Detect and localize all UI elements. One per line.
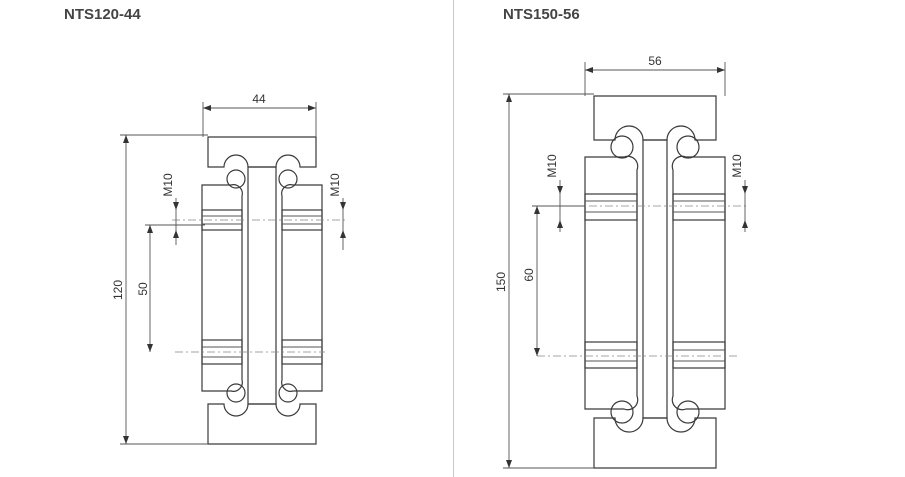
roller-bottom-right bbox=[278, 383, 298, 403]
profile-nts120-44 bbox=[172, 136, 345, 445]
profile-nts150-56 bbox=[537, 95, 748, 469]
bolt-hole-lower-left bbox=[584, 341, 638, 369]
bottom-flange bbox=[207, 403, 317, 445]
bolt-hole-upper-right bbox=[672, 193, 726, 221]
bolt-hole-upper-left bbox=[584, 193, 638, 221]
roller-bottom-left bbox=[226, 383, 246, 403]
dimensions-right: 56 150 60 M10 M10 bbox=[494, 54, 748, 469]
roller-bottom-left bbox=[610, 400, 634, 424]
center-web bbox=[642, 139, 668, 419]
spacing-dimension-label: 50 bbox=[136, 282, 150, 296]
top-flange bbox=[593, 95, 717, 141]
width-dimension-label: 44 bbox=[252, 92, 266, 106]
thread-label-right: M10 bbox=[730, 154, 744, 178]
height-dimension-label: 150 bbox=[494, 272, 508, 292]
right-block bbox=[671, 155, 726, 411]
roller-bottom-right bbox=[676, 400, 700, 424]
dimensions-left: 44 120 50 M10 M10 bbox=[111, 92, 346, 445]
roller-top-left bbox=[610, 135, 634, 159]
roller-top-left bbox=[226, 169, 246, 189]
width-dimension-label: 56 bbox=[648, 54, 662, 68]
height-dimension-label: 120 bbox=[111, 280, 125, 300]
left-block bbox=[201, 184, 243, 392]
bolt-hole-lower-right bbox=[672, 341, 726, 369]
thread-label-left: M10 bbox=[545, 154, 559, 178]
panel-divider bbox=[453, 0, 454, 477]
spacing-dimension-label: 60 bbox=[522, 268, 536, 282]
drawing-title-left: NTS120-44 bbox=[64, 6, 141, 23]
top-flange bbox=[207, 136, 317, 168]
left-block bbox=[584, 155, 639, 411]
roller-top-right bbox=[278, 169, 298, 189]
drawing-title-right: NTS150-56 bbox=[503, 6, 580, 23]
bottom-flange bbox=[593, 417, 717, 469]
thread-label-left: M10 bbox=[161, 173, 175, 197]
center-web bbox=[247, 166, 277, 405]
right-block bbox=[281, 184, 323, 392]
thread-label-right: M10 bbox=[328, 173, 342, 197]
roller-top-right bbox=[676, 135, 700, 159]
